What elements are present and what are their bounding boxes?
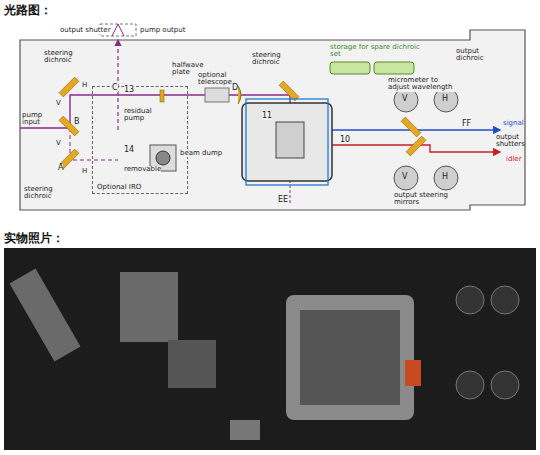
callout-letter: H [82, 168, 87, 175]
part-label: pump input [22, 112, 52, 127]
part-label: beam dump [180, 150, 222, 157]
callout-letter: C [112, 84, 118, 92]
part-label: output shutters [496, 134, 524, 149]
callout-letter: V [402, 95, 407, 103]
callout-letter: V [402, 173, 407, 181]
callout-letter: V [56, 100, 61, 107]
part-label: steering dichroic [252, 52, 290, 67]
callout-letter: 11 [262, 112, 272, 120]
part-label: micrometer to adjust wavelength [388, 77, 458, 92]
callout-letter: B [74, 118, 80, 126]
section-heading: 实物照片： [4, 232, 64, 245]
part-label: idler [506, 156, 522, 163]
part-label: pump output [140, 27, 185, 34]
part-label: removable [124, 166, 161, 173]
part-label: residual pump [124, 108, 158, 123]
callout-letter: 10 [340, 136, 350, 144]
region-label: Optional IRO [97, 183, 141, 191]
heading: 光路图： [4, 2, 52, 19]
part-label: steering dichroic [24, 186, 62, 201]
part-label: output steering mirrors [394, 192, 464, 207]
part-label: storage for spare dichroic set [330, 44, 420, 59]
region-box: Optional IRO [92, 86, 188, 194]
part-label: steering dichroic [44, 50, 82, 65]
part-label: signal [503, 120, 524, 127]
callout-letter: A [58, 164, 63, 172]
callout-letter: D [232, 84, 238, 92]
callout-letter: EE [278, 196, 288, 204]
part-label: output dichroic [456, 48, 492, 63]
callout-letter: H [442, 95, 448, 103]
callout-letter: 13 [124, 86, 134, 94]
callout-letter: H [82, 82, 87, 89]
callout-letter: V [56, 140, 61, 147]
part-label: output shutter [60, 27, 111, 34]
callout-letter: H [442, 173, 448, 181]
callout-letter: 14 [124, 146, 134, 154]
callout-letter: FF [462, 120, 471, 128]
